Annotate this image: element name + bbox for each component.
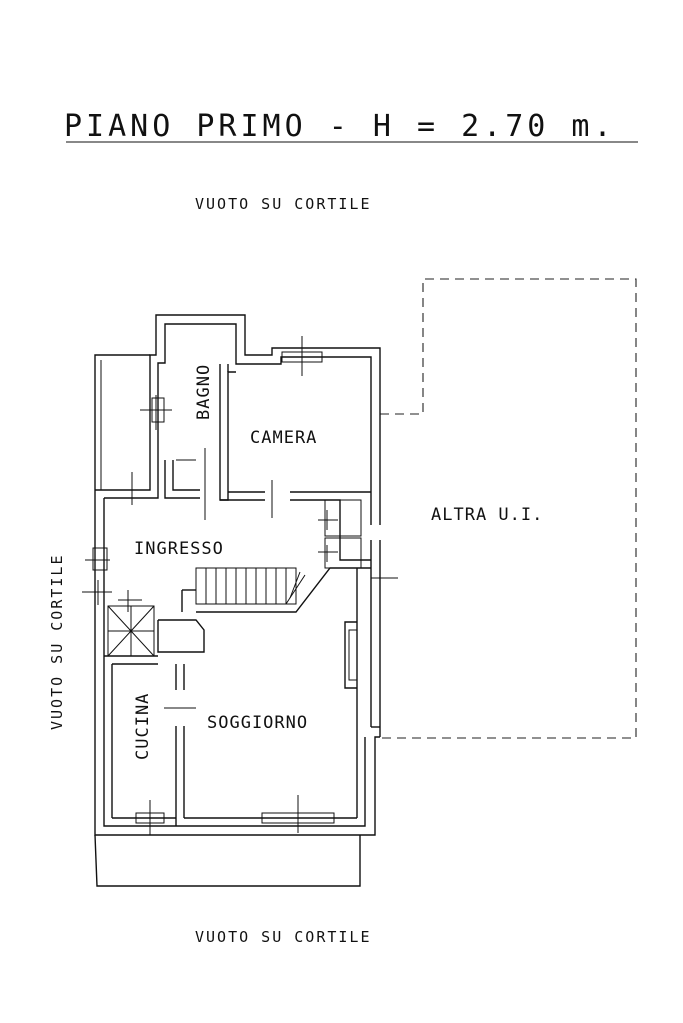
room-label-soggiorno: SOGGIORNO [207, 713, 308, 733]
other-unit-outline [380, 278, 637, 739]
label-left-courtyard: VUOTO SU CORTILE [48, 554, 66, 731]
label-top-courtyard: VUOTO SU CORTILE [195, 195, 372, 213]
room-label-camera: CAMERA [250, 428, 317, 448]
room-label-cucina: CUCINA [133, 693, 153, 760]
label-bottom-courtyard: VUOTO SU CORTILE [195, 928, 372, 946]
room-label-ingresso: INGRESSO [134, 539, 224, 559]
interior-walls [85, 364, 371, 826]
windows [82, 336, 398, 835]
plan-title: PIANO PRIMO - H = 2.70 m. [64, 109, 616, 144]
room-label-altra-ui: ALTRA U.I. [431, 505, 543, 525]
room-label-bagno: BAGNO [194, 364, 214, 420]
balcony [94, 354, 361, 887]
